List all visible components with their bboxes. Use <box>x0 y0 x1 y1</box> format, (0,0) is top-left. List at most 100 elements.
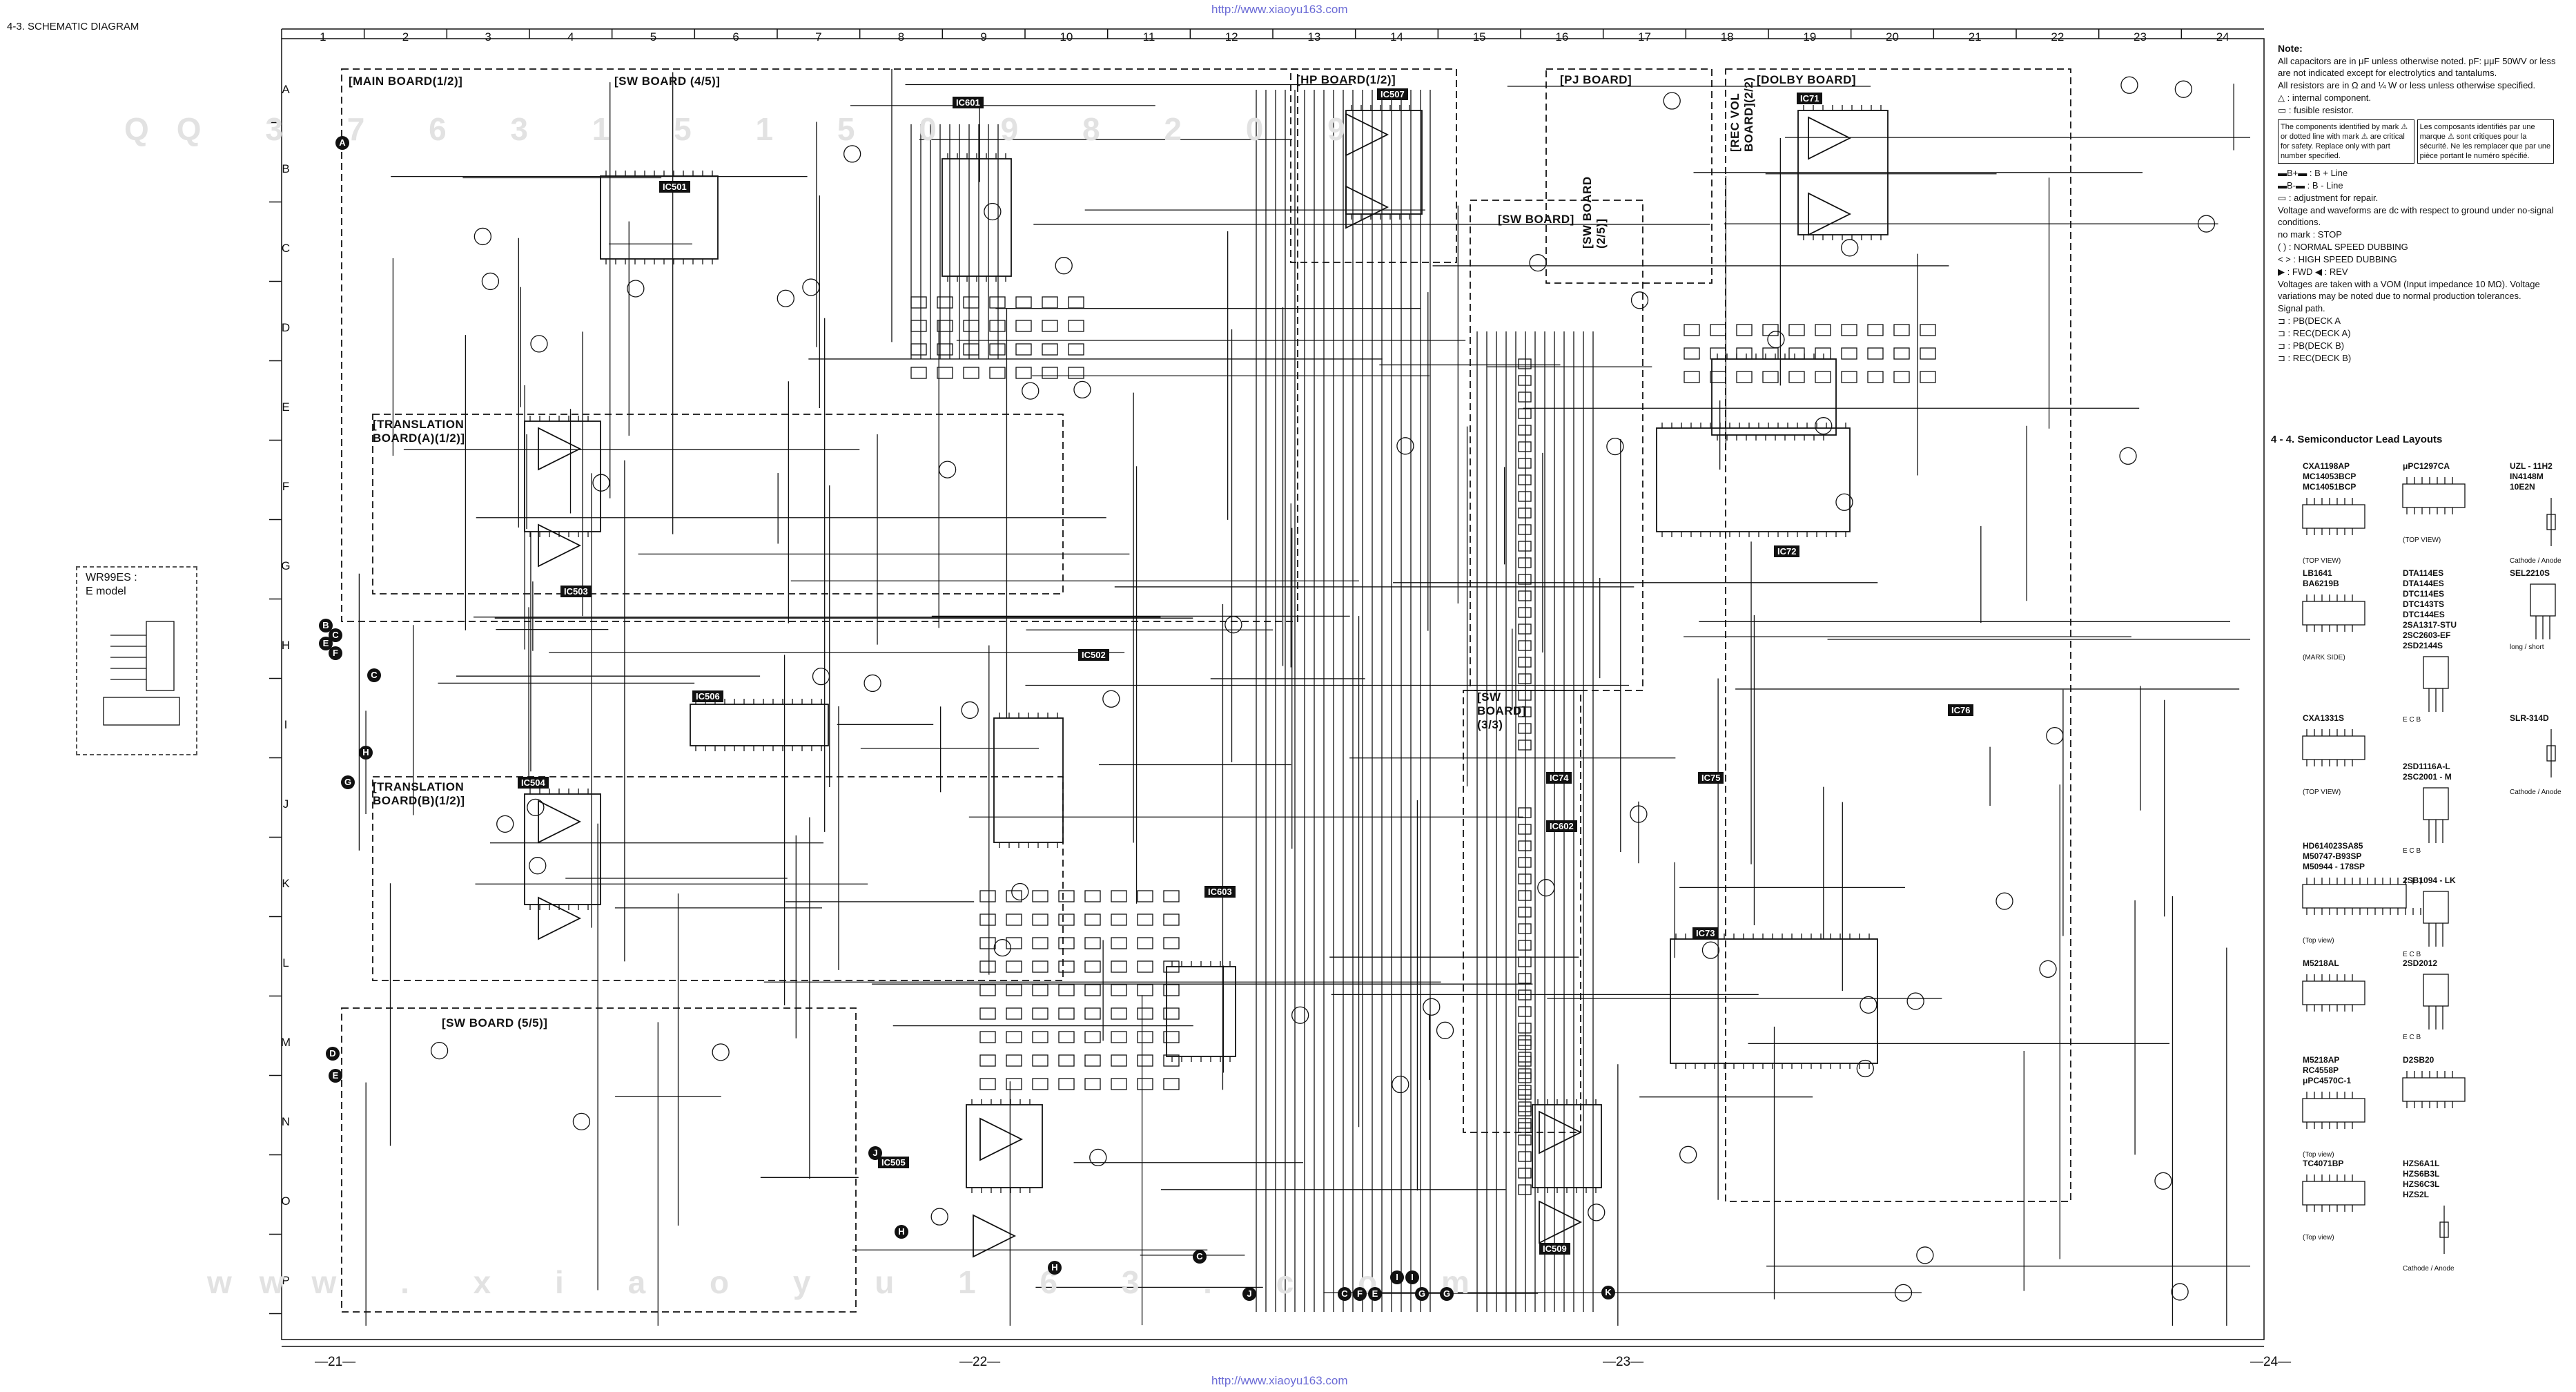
connector-f-marker: F <box>329 646 342 660</box>
column-number: 18 <box>1720 30 1734 44</box>
row-letter: M <box>280 1036 291 1049</box>
note-line: ▬B+▬ : B + Line <box>2278 168 2348 178</box>
row-letter: F <box>282 480 290 493</box>
column-number: 21 <box>1968 30 1982 44</box>
hp-board-1-2-label: [HP BOARD(1/2)] <box>1296 73 1396 86</box>
connector-j-marker: J <box>1242 1287 1256 1301</box>
row-letter: O <box>281 1195 291 1208</box>
row-letter: I <box>284 718 288 731</box>
notes-panel: Note: All capacitors are in μF unless ot… <box>2278 43 2568 365</box>
connector-f-marker: F <box>1353 1287 1367 1301</box>
note-line: ⊐ : REC(DECK A) <box>2278 328 2351 338</box>
ic-label: IC501 <box>659 181 690 193</box>
connector-g-marker: G <box>1440 1287 1454 1301</box>
semiconductor-caption: long / short <box>2510 644 2544 651</box>
semiconductor-caption: (Top view) <box>2303 937 2334 945</box>
row-letter: N <box>281 1115 291 1128</box>
watermark: QQ 3 7 6 3 1 5 1 5 0 9 8 2 0 9 <box>124 111 1373 147</box>
section-title: 4-3. SCHEMATIC DIAGRAM <box>7 21 139 32</box>
connector-d-marker: D <box>326 1047 340 1061</box>
rec-vol-board-2-2-label: [REC VOL BOARD](2/2) <box>1728 77 1755 152</box>
semiconductor-part-names: SEL2210S <box>2510 568 2550 578</box>
column-number: 15 <box>1472 30 1486 44</box>
semiconductor-part-names: CXA1331S <box>2303 713 2345 723</box>
semiconductor-lead-layouts: 4 - 4. Semiconductor Lead Layouts CXA119… <box>2271 434 2568 1331</box>
semiconductor-caption: Cathode / Anode <box>2510 557 2562 565</box>
semiconductor-part-names: DTA114ES DTA144ES DTC114ES DTC143TS DTC1… <box>2403 568 2457 650</box>
semiconductor-caption: E C B <box>2403 716 2421 724</box>
column-number: 5 <box>650 30 657 44</box>
column-number: 13 <box>1307 30 1321 44</box>
note-line: ▶ : FWD ◀ : REV <box>2278 267 2348 277</box>
main-board-1-2-label: [MAIN BOARD(1/2)] <box>349 75 463 88</box>
semiconductor-part-names: HD614023SA85 M50747-B93SP M50944 - 178SP <box>2303 841 2365 871</box>
semiconductor-caption: E C B <box>2403 847 2421 855</box>
sw-board-4-5-label: [SW BOARD (4/5)] <box>614 75 721 88</box>
semiconductor-caption: E C B <box>2403 951 2421 958</box>
wr99es-title: WR99ES : <box>86 572 137 583</box>
note-line: Voltage and waveforms are dc with respec… <box>2278 205 2554 227</box>
sw-board-5-5-label: [SW BOARD (5/5)] <box>442 1016 548 1030</box>
column-number: 16 <box>1555 30 1569 44</box>
note-line: no mark : STOP <box>2278 229 2342 240</box>
translation-board-a-label: [TRANSLATION BOARD(A)(1/2)] <box>373 418 465 445</box>
column-number: 10 <box>1060 30 1073 44</box>
ic-label: IC603 <box>1204 886 1236 898</box>
note-line: Voltages are taken with a VOM (Input imp… <box>2278 279 2540 301</box>
notes-title: Note: <box>2278 43 2303 54</box>
page-number: —21— <box>315 1355 356 1369</box>
ic-label: IC507 <box>1377 88 1408 100</box>
semiconductor-part-names: UZL - 11H2 IN4148M 10E2N <box>2510 461 2553 492</box>
column-number: 17 <box>1638 30 1651 44</box>
connector-g-marker: G <box>1415 1287 1429 1301</box>
note-item: △ : internal component. <box>2278 93 2372 103</box>
column-number: 2 <box>402 30 409 44</box>
semiconductor-part-names: SLR-314D <box>2510 713 2549 723</box>
ic-label: IC75 <box>1698 772 1724 784</box>
connector-c-marker: C <box>1193 1250 1207 1264</box>
wr99es-subtitle: E model <box>86 586 126 597</box>
row-letter: E <box>282 400 290 414</box>
ic-label: IC71 <box>1797 93 1823 104</box>
connector-c-marker: C <box>1338 1287 1352 1301</box>
column-number: 12 <box>1224 30 1238 44</box>
connector-a-marker: A <box>335 136 349 150</box>
column-number: 24 <box>2216 30 2229 44</box>
sw-board-3-3-label: [SW BOARD] (3/3) <box>1477 690 1526 731</box>
connector-g-marker: G <box>341 775 355 789</box>
page-number: —23— <box>1603 1355 1644 1369</box>
connector-k-marker: K <box>1601 1286 1615 1299</box>
column-number: 4 <box>567 30 574 44</box>
note-line: ⊐ : REC(DECK B) <box>2278 353 2352 363</box>
note-item: ▭ : fusible resistor. <box>2278 105 2354 115</box>
semiconductor-part-names: M5218AP RC4558P μPC4570C-1 <box>2303 1055 2352 1085</box>
page-number: —24— <box>2250 1355 2292 1369</box>
note-line: ⊐ : PB(DECK A <box>2278 316 2341 326</box>
row-letter: B <box>282 162 290 175</box>
page-number: —22— <box>959 1355 1001 1369</box>
row-letter: H <box>281 639 291 652</box>
connector-b-marker: B <box>319 619 333 632</box>
watermark: www . x i a o y u 1 6 3 . c o m <box>207 1264 1497 1300</box>
semiconductor-caption: (TOP VIEW) <box>2303 557 2341 565</box>
semiconductor-caption: Cathode / Anode <box>2510 789 2562 796</box>
note-line: < > : HIGH SPEED DUBBING <box>2278 254 2397 264</box>
semiconductor-caption: (Top view) <box>2303 1151 2334 1159</box>
connector-h-marker: H <box>359 746 373 760</box>
row-letter: G <box>281 559 291 572</box>
row-letter: C <box>281 242 291 255</box>
column-number: 20 <box>1886 30 1899 44</box>
semiconductor-part-names: 2SB1094 - LK <box>2403 876 2456 885</box>
safety-note-en: The components identified by mark ⚠ or d… <box>2278 119 2414 164</box>
row-letter: A <box>282 83 290 96</box>
ic-label: IC72 <box>1774 545 1800 557</box>
semiconductor-part-names: M5218AL <box>2303 958 2339 968</box>
column-number: 9 <box>980 30 987 44</box>
semiconductor-part-names: 2SD1116A-L 2SC2001 - M <box>2403 762 2452 782</box>
semiconductor-caption: Cathode / Anode <box>2403 1265 2455 1273</box>
wr99es-inset: WR99ES : E model <box>76 566 197 755</box>
safety-note-fr: Les composants identifiés par une marque… <box>2417 119 2554 164</box>
column-number: 7 <box>815 30 822 44</box>
column-number: 22 <box>2051 30 2065 44</box>
